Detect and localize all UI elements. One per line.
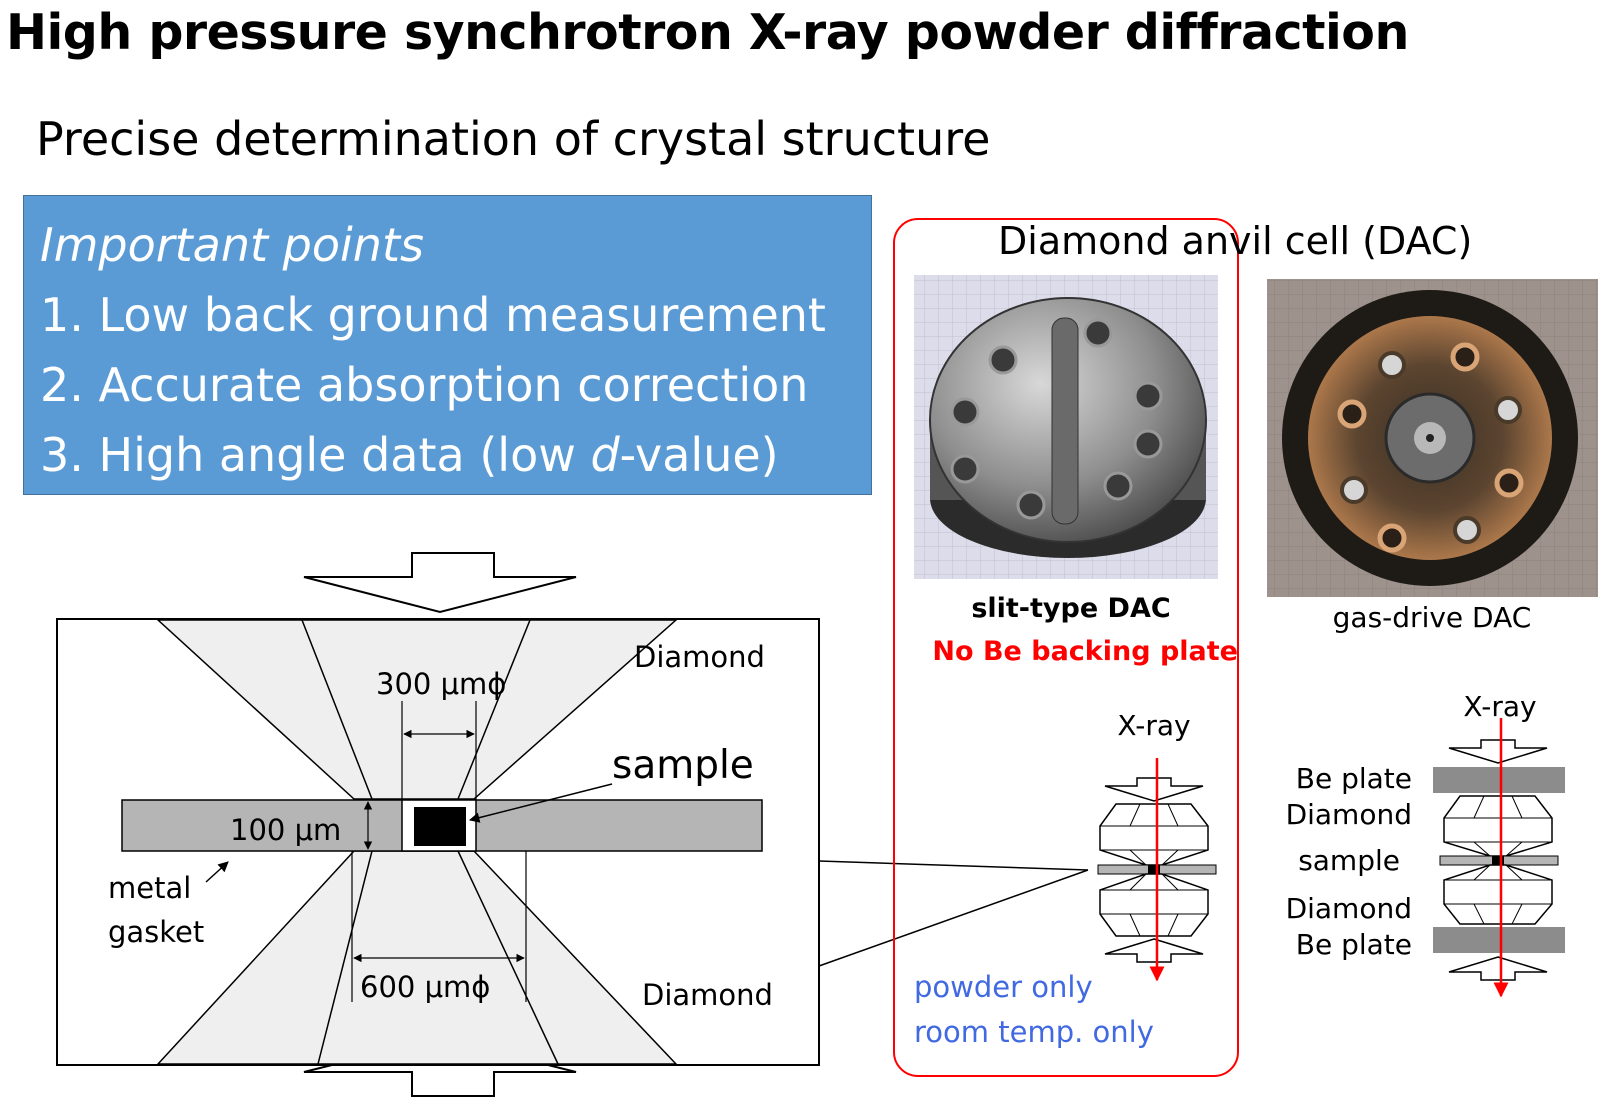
diamond-top-label: Diamond bbox=[1286, 798, 1412, 831]
lower-diamond-label: Diamond bbox=[642, 978, 773, 1012]
be-plate-top-label: Be plate bbox=[1296, 762, 1412, 795]
gasket-pointer-arrow bbox=[205, 861, 229, 883]
dac-heading: Diamond anvil cell (DAC) bbox=[998, 219, 1472, 263]
gasket-label-line2: gasket bbox=[108, 915, 204, 949]
gasket-thickness-label: 100 μm bbox=[230, 813, 341, 847]
point-item-2: 2. Accurate absorption correction bbox=[40, 358, 809, 412]
important-points-box: Important points 1. Low back ground meas… bbox=[23, 195, 872, 495]
no-be-plate-note: No Be backing plate bbox=[932, 636, 1238, 667]
be-plate-bottom-label: Be plate bbox=[1296, 928, 1412, 961]
sample-label: sample bbox=[612, 743, 754, 788]
gasket-label-line1: metal bbox=[108, 871, 191, 905]
slit-type-dac-photo bbox=[914, 275, 1218, 579]
slit-type-mini-diagram bbox=[1097, 758, 1217, 982]
dac-cross-section-schematic: Diamond Diamond sample 300 μmϕ 100 μm 60… bbox=[56, 552, 1089, 1097]
slit-dac-highlight-frame bbox=[893, 218, 1239, 1077]
bottom-force-arrow bbox=[303, 1036, 577, 1097]
point-item-3: 3. High angle data (low d-value) bbox=[40, 428, 779, 482]
important-points-heading: Important points bbox=[40, 218, 424, 272]
powder-only-note: powder only bbox=[914, 970, 1093, 1004]
top-force-arrow bbox=[303, 552, 577, 614]
gas-dac-label: gas-drive DAC bbox=[1333, 601, 1532, 634]
culet-size-label: 300 μmϕ bbox=[376, 667, 506, 701]
sample-block bbox=[414, 807, 466, 846]
point-item-1: 1. Low back ground measurement bbox=[40, 288, 826, 342]
slit-dac-label: slit-type DAC bbox=[971, 593, 1170, 624]
slit-xray-label: X-ray bbox=[1117, 709, 1190, 742]
gas-drive-mini-diagram bbox=[1433, 718, 1565, 998]
diamond-bottom-label: Diamond bbox=[1286, 892, 1412, 925]
sample-mini-label: sample bbox=[1298, 844, 1400, 877]
upper-diamond-label: Diamond bbox=[634, 640, 765, 674]
upper-diamond-shape bbox=[156, 619, 678, 800]
slide-title: High pressure synchrotron X-ray powder d… bbox=[6, 4, 1409, 61]
slide-subtitle: Precise determination of crystal structu… bbox=[36, 112, 991, 166]
gas-drive-dac-photo bbox=[1267, 279, 1598, 597]
room-temp-note: room temp. only bbox=[914, 1015, 1154, 1049]
sample-pointer-arrow bbox=[468, 783, 613, 823]
table-size-label: 600 μmϕ bbox=[360, 970, 490, 1004]
gas-xray-label: X-ray bbox=[1463, 690, 1536, 723]
